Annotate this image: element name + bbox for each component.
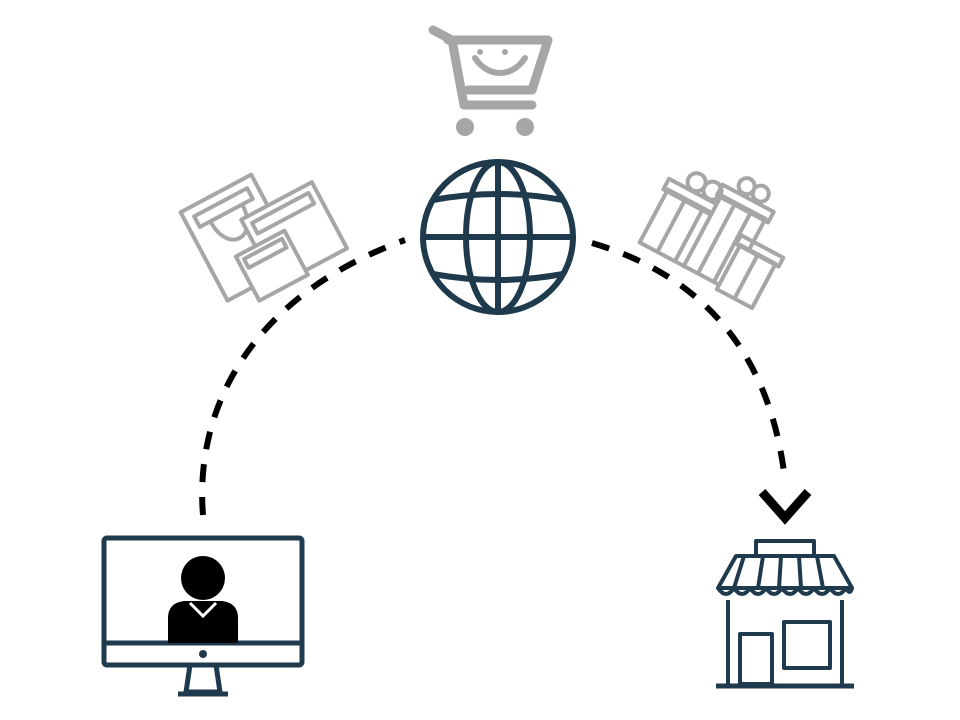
- user-avatar: [168, 556, 238, 643]
- connector-internet-to-store: [591, 240, 788, 481]
- shopping-bags-icon: [178, 172, 350, 303]
- connector-user-to-internet: [199, 237, 407, 516]
- gift-boxes-icon: [637, 171, 786, 310]
- arrow-head: [758, 489, 812, 525]
- shopping-cart-icon: [428, 25, 553, 136]
- monitor-stand: [183, 664, 223, 695]
- storefront-icon: [716, 539, 854, 689]
- globe-icon: [420, 159, 576, 315]
- monitor-frame: [101, 535, 305, 668]
- computer-user-icon: [101, 535, 305, 697]
